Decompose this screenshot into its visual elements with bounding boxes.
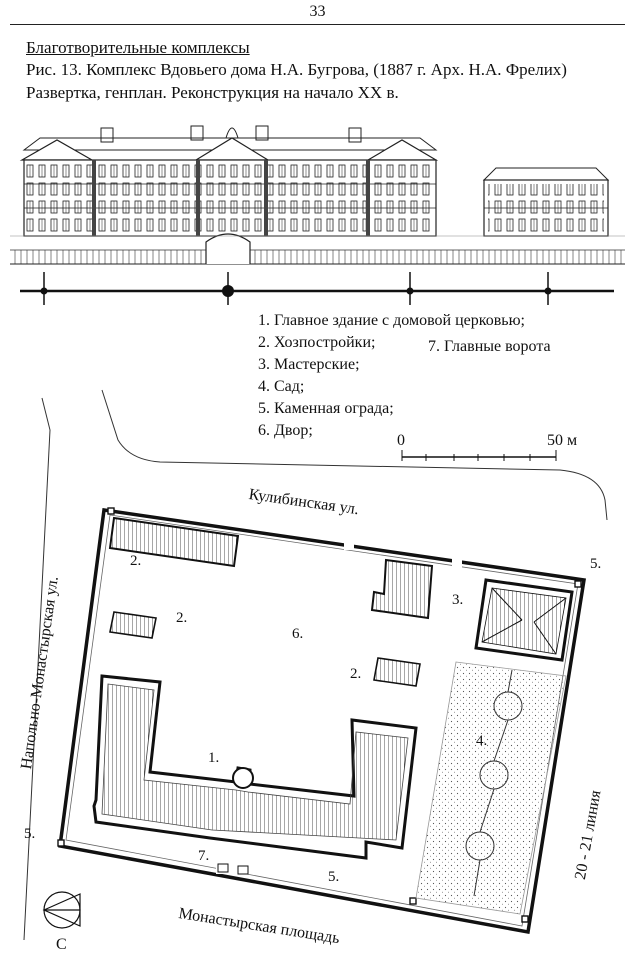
figure-subcaption: Развертка, генплан. Реконструкция на нач… — [26, 83, 399, 102]
label-workshops: 3. — [452, 592, 464, 608]
fence-elevation — [10, 233, 625, 265]
label-outbuilding-b: 2. — [176, 610, 188, 626]
label-outbuilding-a: 2. — [130, 553, 142, 569]
main-building-facade — [19, 125, 439, 237]
header-rule — [10, 24, 625, 25]
label-gate: 7. — [198, 848, 210, 864]
scale-end-label: 50 м — [547, 432, 578, 449]
workshop-facade — [482, 167, 610, 237]
elevation-axis — [20, 272, 614, 305]
label-yard: 6. — [292, 626, 304, 642]
compass-letter: С — [56, 936, 67, 953]
legend-item-7: 7. Главные ворота — [428, 338, 551, 355]
scale-zero-label: 0 — [397, 432, 405, 449]
scale-bar — [401, 450, 557, 461]
label-outbuilding-c: 2. — [350, 666, 362, 682]
legend-item-5: 5. Каменная ограда; — [258, 400, 394, 417]
legend-item-4: 4. Сад; — [258, 378, 305, 395]
site-plan — [23, 389, 608, 941]
label-main-building: 1. — [208, 750, 220, 766]
figure-caption: Рис. 13. Комплекс Вдовьего дома Н.А. Буг… — [26, 60, 567, 79]
legend-item-2: 2. Хозпостройки; — [258, 334, 376, 351]
section-title: Благотворительные комплексы — [26, 38, 250, 57]
legend-item-6: 6. Двор; — [258, 422, 313, 439]
legend-item-1: 1. Главное здание с домовой церковью; — [258, 312, 525, 329]
page-number: 33 — [309, 3, 326, 20]
legend-item-3: 3. Мастерские; — [258, 356, 360, 373]
label-garden: 4. — [476, 733, 488, 749]
label-wall-sw: 5. — [24, 826, 36, 842]
label-wall-ne: 5. — [590, 556, 602, 572]
label-wall-s: 5. — [328, 869, 340, 885]
north-arrow-icon — [42, 891, 81, 929]
